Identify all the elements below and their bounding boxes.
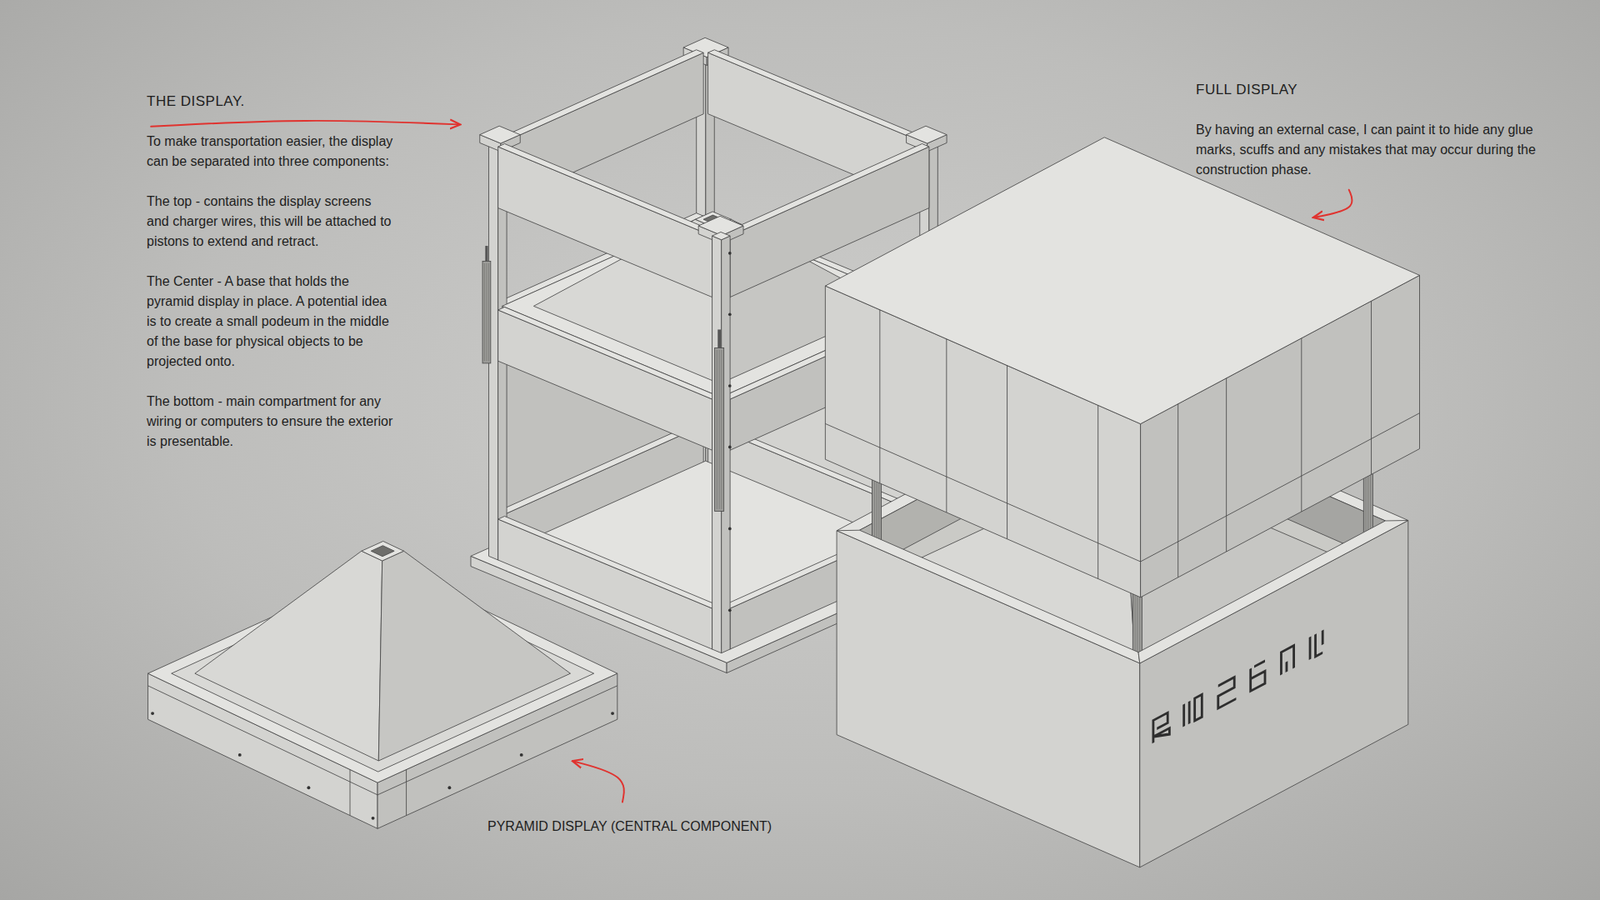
- panel-seam: [1370, 300, 1372, 475]
- piston-groove: [484, 263, 485, 362]
- panel-seam: [350, 769, 351, 815]
- logo-glyph: [1218, 676, 1237, 709]
- section-heading: FULL DISPLAY: [1195, 80, 1567, 100]
- piston-groove: [719, 350, 720, 510]
- screw: [728, 445, 732, 450]
- screw: [728, 251, 732, 255]
- center-rail: [498, 306, 720, 400]
- note-paragraph: The bottom - main compartment for any wi…: [146, 391, 397, 452]
- logo-glyph: [1153, 711, 1170, 743]
- upper-case: [825, 137, 1420, 425]
- case-wall: [836, 530, 1140, 868]
- panel-seam: [1140, 413, 1420, 562]
- panel-seam: [1097, 405, 1099, 579]
- panel-seam: [1300, 338, 1302, 512]
- corner-cap: [480, 125, 520, 144]
- pyramid-display-hole: [370, 545, 395, 557]
- logo-glyph: [1280, 645, 1294, 675]
- frame-post: [712, 231, 731, 240]
- screw: [371, 816, 375, 820]
- screw: [610, 711, 615, 715]
- top-rail: [723, 144, 930, 237]
- panel-seam: [825, 423, 1140, 562]
- callout-arrow: [150, 120, 460, 127]
- piston-rod: [717, 329, 721, 348]
- piston-rod: [485, 245, 488, 261]
- logo-glyph: [1184, 694, 1203, 726]
- piston: [715, 347, 725, 511]
- panel-seam: [945, 339, 947, 513]
- note-paragraph: The Center - A base that holds the pyram…: [146, 271, 397, 372]
- note-paragraph: The top - contains the display screens a…: [146, 191, 397, 252]
- notes-column: THE DISPLAY. To make transportation easie…: [146, 91, 397, 472]
- callout-arrow: [573, 760, 625, 802]
- piston-groove: [716, 350, 718, 510]
- screw: [520, 753, 524, 757]
- top-rail: [708, 50, 930, 143]
- lower-rail: [498, 515, 720, 609]
- section-heading: THE DISPLAY.: [146, 91, 397, 112]
- panel-seam: [1177, 404, 1179, 578]
- screw: [238, 753, 242, 757]
- lower-rail: [498, 519, 713, 650]
- note-paragraph: By having an external case, I can paint …: [1195, 120, 1567, 180]
- full-display: [825, 137, 1420, 868]
- corner-cap: [906, 125, 947, 144]
- piston-groove: [488, 263, 490, 362]
- screw: [728, 312, 732, 316]
- screw: [728, 527, 732, 531]
- top-rail: [497, 50, 704, 143]
- note-paragraph: To make transportation easier, the displ…: [146, 131, 397, 172]
- piston: [482, 260, 491, 363]
- logo-glyph: [1250, 660, 1265, 691]
- figure-caption: PYRAMID DISPLAY (CENTRAL COMPONENT): [487, 816, 772, 837]
- caption-slot: PYRAMID DISPLAY (CENTRAL COMPONENT): [487, 816, 772, 837]
- piston-groove: [485, 263, 487, 362]
- panel-seam: [1225, 378, 1227, 552]
- screw: [306, 785, 310, 790]
- panel-seam: [405, 769, 407, 815]
- pyramid-display: [361, 540, 405, 561]
- screw: [447, 785, 451, 790]
- notes-column: FULL DISPLAY By having an external case, …: [1195, 80, 1567, 200]
- logo-glyphs: [1153, 630, 1323, 743]
- screw: [150, 711, 155, 715]
- callout-arrow: [1314, 190, 1352, 218]
- pyramid-display: [195, 550, 383, 761]
- panel-seam: [879, 310, 880, 484]
- top-rail: [498, 144, 720, 237]
- piston-groove: [720, 350, 722, 510]
- screw: [728, 609, 732, 613]
- screw: [728, 384, 732, 388]
- panel-seam: [1006, 365, 1008, 540]
- logo-glyph: [1310, 630, 1323, 660]
